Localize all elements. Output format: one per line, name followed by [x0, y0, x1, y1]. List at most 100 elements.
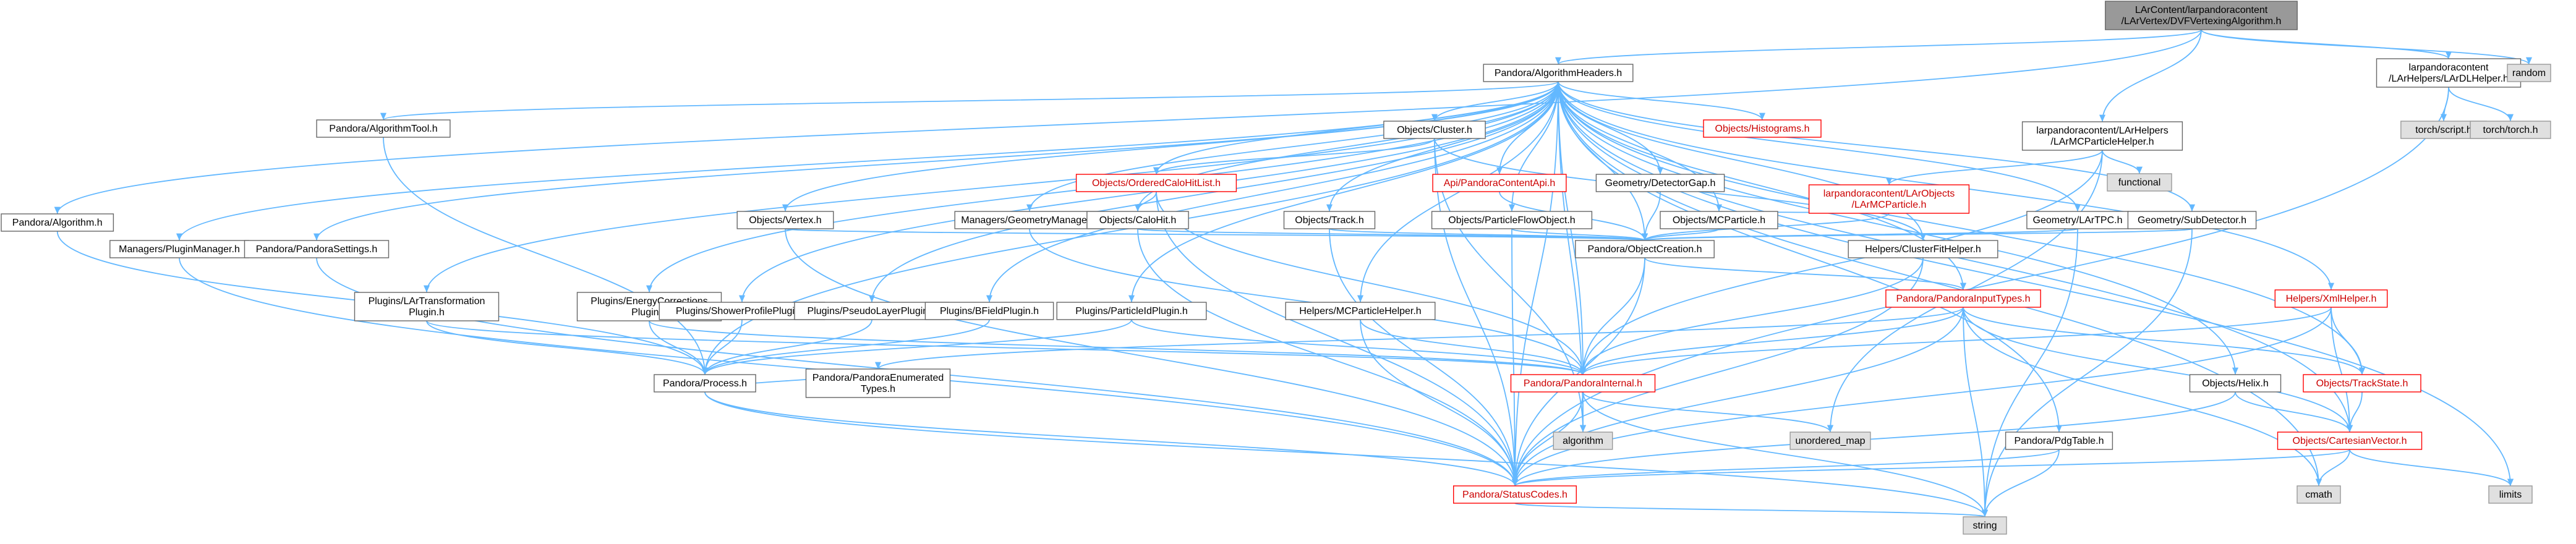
- node-pinternal[interactable]: Pandora/PandoraInternal.h: [1510, 374, 1656, 393]
- node-root[interactable]: LArContent/larpandoracontent/LArVertex/D…: [2105, 1, 2298, 30]
- node-box: [1789, 431, 1871, 450]
- node-larobjmcp[interactable]: larpandoracontent/LArObjects/LArMCPartic…: [1808, 184, 1970, 214]
- node-box: [924, 302, 1054, 320]
- node-larmcp[interactable]: larpandoracontent/LArHelpers/LArMCPartic…: [2021, 121, 2183, 151]
- node-objcre[interactable]: Pandora/ObjectCreation.h: [1575, 240, 1715, 258]
- node-label: Pandora/StatusCodes.h: [1462, 490, 1567, 500]
- node-bfield[interactable]: Plugins/BFieldPlugin.h: [924, 302, 1054, 320]
- node-algtool[interactable]: Pandora/AlgorithmTool.h: [316, 119, 451, 138]
- node-subdet[interactable]: Geometry/SubDetector.h: [2127, 211, 2257, 229]
- node-box: [244, 240, 390, 258]
- node-label: unordered_map: [1796, 436, 1866, 446]
- node-pinput[interactable]: Pandora/PandoraInputTypes.h: [1885, 289, 2041, 308]
- node-box: [109, 240, 249, 258]
- node-box: [1075, 174, 1237, 192]
- node-track[interactable]: Objects/Track.h: [1283, 211, 1376, 229]
- edge-track-to-status: [1329, 228, 1519, 487]
- node-label: Pandora/AlgorithmTool.h: [329, 124, 437, 134]
- edge-pfo-to-status: [1511, 228, 1519, 487]
- node-palg[interactable]: Pandora/Algorithm.h: [1, 213, 114, 232]
- edge-pah-to-algtool: [380, 81, 1559, 121]
- node-pseudo[interactable]: Plugins/PseudoLayerPlugin.h: [794, 302, 950, 320]
- node-label: Pandora/AlgorithmHeaders.h: [1495, 68, 1622, 79]
- node-label: Objects/CartesianVector.h: [2293, 436, 2407, 446]
- node-api[interactable]: Api/PandoraContentApi.h: [1432, 174, 1567, 192]
- node-label: Pandora/ObjectCreation.h: [1588, 244, 1702, 255]
- edge-larmcp-to-pinternal: [1580, 150, 2103, 375]
- node-label: Objects/MCParticle.h: [1673, 215, 1765, 226]
- node-label: Objects/Helix.h: [2202, 378, 2269, 389]
- node-trackstate[interactable]: Objects/TrackState.h: [2303, 374, 2421, 393]
- node-status[interactable]: Pandora/StatusCodes.h: [1452, 485, 1577, 504]
- node-label: Plugins/BFieldPlugin.h: [940, 306, 1039, 317]
- node-box: [1283, 211, 1376, 229]
- edge-subdet-to-objcre: [1642, 228, 2193, 241]
- edge-pdg-to-status: [1512, 449, 2060, 487]
- edge-partid-to-pprocess: [702, 319, 1132, 375]
- node-box: [2303, 374, 2421, 393]
- node-helix[interactable]: Objects/Helix.h: [2189, 374, 2282, 393]
- node-box: [2005, 431, 2113, 450]
- node-label: /LArVertex/DVFVertexingAlgorithm.h: [2122, 16, 2282, 27]
- node-box: [1808, 184, 1970, 214]
- node-cartvec[interactable]: Objects/CartesianVector.h: [2277, 431, 2423, 450]
- edge-pinput-to-cmath: [1963, 307, 2322, 487]
- node-partid[interactable]: Plugins/ParticleIdPlugin.h: [1056, 302, 1207, 320]
- node-box: [805, 368, 951, 398]
- node-pdg[interactable]: Pandora/PdgTable.h: [2005, 431, 2113, 450]
- node-lardl[interactable]: larpandoracontent/LArHelpers/LArDLHelper…: [2376, 58, 2522, 88]
- node-label: Objects/Track.h: [1295, 215, 1363, 226]
- node-box: [2189, 374, 2282, 393]
- node-label: Geometry/LArTPC.h: [2033, 215, 2123, 226]
- node-label: Plugin.h: [409, 307, 445, 318]
- node-pfo[interactable]: Objects/ParticleFlowObject.h: [1431, 211, 1593, 229]
- node-label: Api/PandoraContentApi.h: [1444, 178, 1556, 189]
- node-label: larpandoracontent/LArObjects: [1823, 189, 1955, 199]
- edge-pinput-to-cartvec: [1963, 307, 2353, 433]
- node-mcphelp[interactable]: Helpers/MCParticleHelper.h: [1285, 302, 1436, 320]
- edge-objcre-to-pinput: [1644, 257, 1966, 291]
- node-plugmgr[interactable]: Managers/PluginManager.h: [109, 240, 249, 258]
- edge-lartrans-to-pprocess: [426, 320, 708, 375]
- node-geomgr[interactable]: Managers/GeometryManager.h: [954, 211, 1105, 229]
- node-psettings[interactable]: Pandora/PandoraSettings.h: [244, 240, 390, 258]
- node-label: Geometry/DetectorGap.h: [1605, 178, 1716, 189]
- node-xml[interactable]: Helpers/XmlHelper.h: [2274, 289, 2388, 308]
- edge-shower-to-pprocess: [701, 319, 743, 375]
- node-hist[interactable]: Objects/Histograms.h: [1703, 119, 1822, 138]
- node-detgap[interactable]: Geometry/DetectorGap.h: [1595, 174, 1725, 192]
- node-label: Pandora/PandoraInternal.h: [1524, 378, 1642, 389]
- node-vertex[interactable]: Objects/Vertex.h: [736, 211, 834, 229]
- edge-pprocess-to-status: [704, 391, 1518, 487]
- edge-pprocess-to-string: [704, 391, 1988, 517]
- edge-geomgr-to-pinternal: [1029, 228, 1586, 375]
- node-string: string: [1963, 516, 2007, 535]
- edge-mcphelp-to-status: [1360, 319, 1519, 487]
- node-label: algorithm: [1563, 436, 1603, 446]
- node-box: [2488, 485, 2533, 504]
- node-mcp[interactable]: Objects/MCParticle.h: [1660, 211, 1778, 229]
- node-box: [1285, 302, 1436, 320]
- node-umap: unordered_map: [1789, 431, 1871, 450]
- node-box: [1595, 174, 1725, 192]
- node-label: random: [2512, 68, 2546, 79]
- edge-pseudo-to-pprocess: [702, 319, 872, 375]
- node-pprocess[interactable]: Pandora/Process.h: [654, 374, 756, 393]
- node-box: [736, 211, 834, 229]
- edge-pinput-to-status: [1512, 307, 1964, 487]
- node-limits: limits: [2488, 485, 2533, 504]
- node-pah[interactable]: Pandora/AlgorithmHeaders.h: [1483, 64, 1634, 82]
- edge-mcphelp-to-pinternal: [1360, 319, 1586, 375]
- edges-layer: [54, 29, 2532, 517]
- node-calohit[interactable]: Objects/CaloHit.h: [1086, 211, 1189, 229]
- node-box: [2274, 289, 2388, 308]
- node-lartpc[interactable]: Geometry/LArTPC.h: [2026, 211, 2129, 229]
- node-cluster[interactable]: Objects/Cluster.h: [1383, 121, 1486, 139]
- edge-cluster-to-ocal: [1153, 138, 1435, 175]
- node-cfhelper[interactable]: Helpers/ClusterFitHelper.h: [1848, 240, 1998, 258]
- edge-root-to-random: [2201, 29, 2532, 65]
- node-ocal[interactable]: Objects/OrderedCaloHitList.h: [1075, 174, 1237, 192]
- edge-trackstate-to-cartvec: [2346, 391, 2363, 433]
